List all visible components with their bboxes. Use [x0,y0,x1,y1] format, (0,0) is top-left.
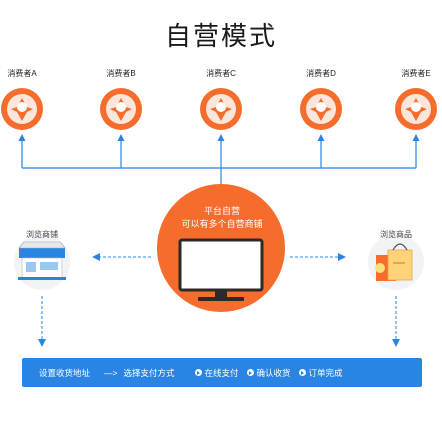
step-online-pay-label: 在线支付 [204,367,239,378]
step-set-address: 设置收货地址 [39,367,91,378]
step-confirm-receipt: 确认收货 [246,367,291,379]
step-arrow: —> [104,367,118,378]
storefront-icon [14,234,70,290]
step-choose-payment: 选择支付方式 [123,367,175,378]
connector-lines [21,136,417,184]
monitor-icon [178,238,264,301]
step-order-complete-label: 订单完成 [308,367,343,378]
step-online-pay: 在线支付 [194,367,239,379]
process-bar: 设置收货地址 —> 选择支付方式 在线支付 确认收货 订单完成 [22,358,422,387]
consumer-avatar-icon [395,88,437,130]
consumer-label-a: 消费者A [7,69,37,78]
play-icon [298,369,306,376]
consumer-avatar-icon [100,88,142,130]
center-title: 平台自营 [203,206,240,216]
consumer-avatar-icon [300,88,342,130]
shopping-bag-icon [368,234,424,290]
arrow-heads [18,134,420,141]
browse-stores-label: 浏览商铺 [26,230,58,239]
step-order-complete: 订单完成 [298,367,343,379]
consumer-label-e: 消费者E [401,69,431,78]
play-icon [194,369,202,376]
play-icon [246,369,254,376]
step-confirm-receipt-label: 确认收货 [256,367,291,378]
consumer-label-b: 消费者B [106,69,136,78]
page-title: 自营模式 [164,21,277,51]
consumer-avatar-icon [1,88,43,130]
consumer-label-d: 消费者D [306,69,336,78]
center-subtitle: 可以有多个自营商铺 [181,219,263,229]
consumer-label-c: 消费者C [206,69,236,78]
consumer-avatar-icon [200,88,242,130]
browse-products-label: 浏览商品 [380,230,412,239]
